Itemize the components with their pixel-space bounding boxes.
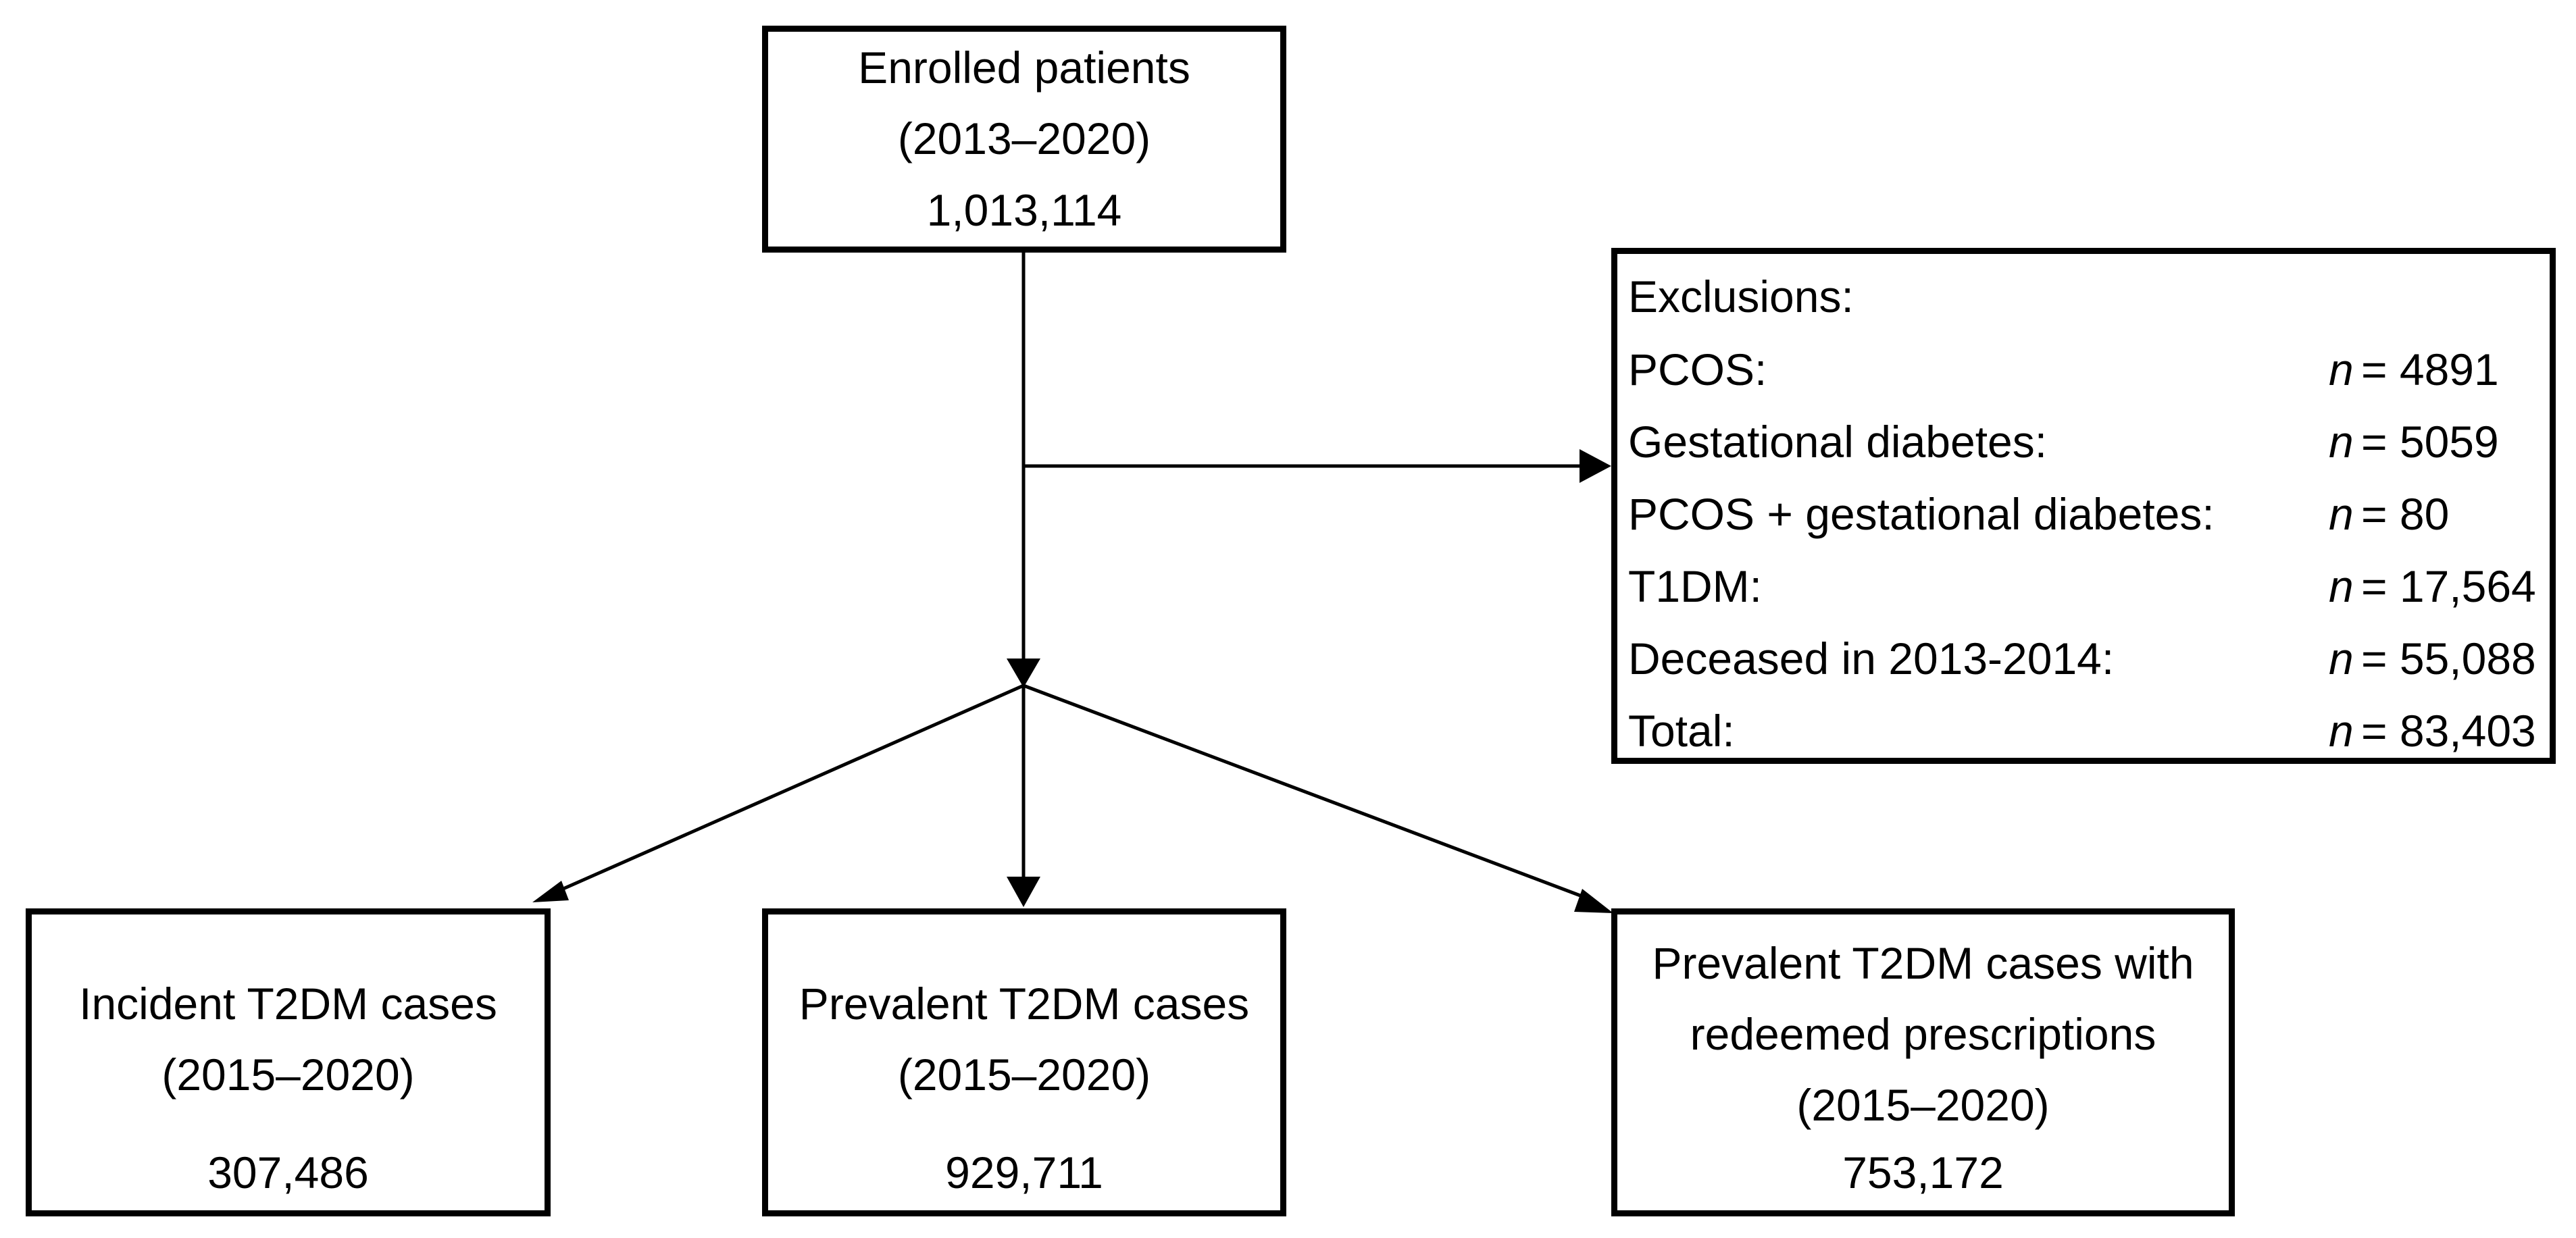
exclusion-n: n [2329,561,2354,611]
enrolled-period: (2013–2020) [897,113,1151,164]
prescriptions-count: 753,172 [1842,1147,2004,1197]
exclusions-title-text: Exclusions: [1628,272,1854,321]
enrolled-label: Enrolled patients [858,42,1190,93]
exclusion-value: = 80 [2361,489,2450,539]
exclusion-label: Gestational diabetes: [1628,417,2048,467]
arrowhead-to-incident [532,881,569,902]
exclusions-box: Exclusions: PCOS: n = 4891 Gestational d… [1611,248,2556,764]
prevalent-period: (2015–2020) [897,1050,1151,1100]
arrowhead-to-split [1007,659,1040,688]
exclusion-label: T1DM: [1628,561,1762,611]
enrolled-patients-box: Enrolled patients (2013–2020) 1,013,114 [762,26,1286,253]
incident-label: Incident T2DM cases [79,979,497,1029]
exclusion-n: n [2329,417,2354,467]
exclusion-value: = 83,403 [2361,706,2536,756]
arrowhead-to-prescriptions [1574,889,1613,913]
incident-t2dm-box: Incident T2DM cases (2015–2020) 307,486 [26,908,551,1216]
exclusion-label: PCOS: [1628,344,1767,394]
exclusion-n: n [2329,344,2354,394]
exclusion-value: = 4891 [2361,344,2499,394]
arrowhead-to-prevalent [1007,877,1040,907]
prevalent-label: Prevalent T2DM cases [799,979,1250,1029]
prescriptions-t2dm-box: Prevalent T2DM cases with redeemed presc… [1611,908,2235,1216]
prescriptions-label-line2: redeemed prescriptions [1690,1009,2156,1059]
exclusion-value: = 5059 [2361,417,2499,467]
exclusion-n: n [2329,489,2354,539]
branch-to-prescriptions-line [1023,684,1592,902]
exclusion-value: = 17,564 [2361,561,2536,611]
branch-to-incident-line [553,684,1025,895]
exclusion-value: = 55,088 [2361,634,2536,684]
incident-period: (2015–2020) [161,1050,415,1100]
exclusion-label: Deceased in 2013-2014: [1628,634,2115,684]
arrowhead-to-exclusions [1580,449,1611,483]
prescriptions-period: (2015–2020) [1796,1080,2050,1130]
prevalent-count: 929,711 [945,1147,1103,1197]
exclusion-n: n [2329,634,2354,684]
enrolled-count: 1,013,114 [926,184,1122,235]
exclusion-label: PCOS + gestational diabetes: [1628,489,2215,539]
exclusions-title: Exclusions: [1628,274,1854,319]
prescriptions-label-line1: Prevalent T2DM cases with [1652,938,2194,988]
exclusion-n: n [2329,706,2354,756]
prevalent-t2dm-box: Prevalent T2DM cases (2015–2020) 929,711 [762,908,1286,1216]
exclusion-label: Total: [1628,706,1735,756]
incident-count: 307,486 [207,1147,369,1197]
